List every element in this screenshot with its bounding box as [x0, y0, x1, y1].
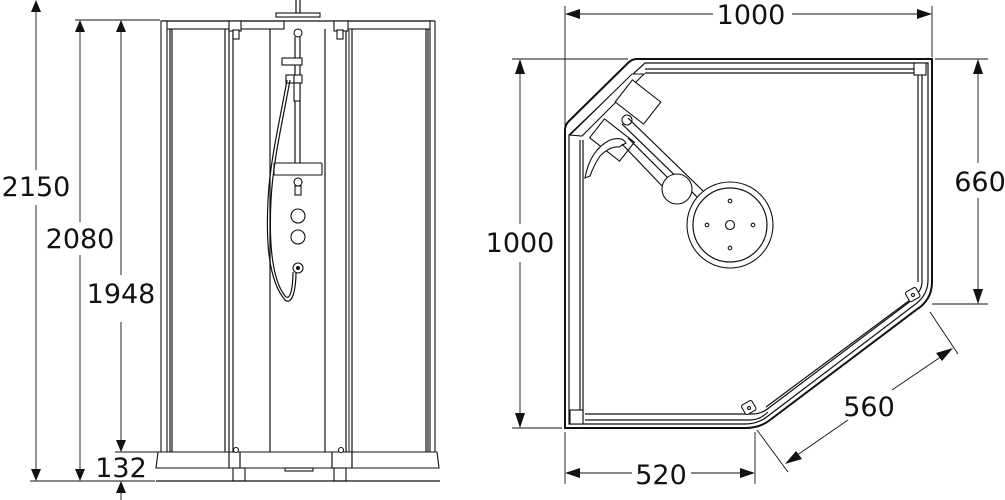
- dimension-diagonal-560: 560: [785, 348, 953, 464]
- dim-depth: 1000: [486, 228, 555, 259]
- mixer-knob: [293, 177, 303, 187]
- hand-shower-holder: [281, 57, 303, 66]
- massage-jet-1: [290, 208, 306, 224]
- shower-column-top: [584, 79, 774, 269]
- dim-cabin-height: 2080: [46, 224, 115, 255]
- dimension-right-660: 660: [954, 59, 1005, 304]
- top-frame-right: [333, 20, 435, 30]
- shower-riser: [281, 28, 303, 164]
- dimension-2080: 2080: [46, 20, 115, 481]
- dim-diagonal-door: 560: [843, 392, 895, 423]
- tray-foot-left: [232, 467, 246, 482]
- corner-block-bottom-left: [569, 409, 584, 425]
- dimension-2150: 2150: [2, 0, 71, 481]
- top-view: 1000 1000 660 560: [486, 0, 1005, 491]
- door-hinge-right: [904, 286, 921, 303]
- thermostat-box: [614, 79, 662, 125]
- door-hinge-bottom: [740, 399, 757, 416]
- dim-door-height: 1948: [87, 279, 156, 310]
- thermostat-shelf: [273, 162, 323, 176]
- dim-width: 1000: [717, 0, 786, 31]
- rain-shower-head: [275, 0, 321, 18]
- dimension-front-520: 520: [565, 460, 755, 491]
- dim-right-side: 660: [954, 167, 1005, 198]
- dim-tray-height: 132: [95, 453, 147, 484]
- hand-shower: [584, 137, 627, 179]
- left-post: [160, 20, 168, 454]
- dim-total-height: 2150: [2, 172, 71, 203]
- shower-hose: [266, 79, 297, 302]
- dim-front-side: 520: [635, 460, 687, 491]
- dimension-depth-1000: 1000: [486, 59, 555, 428]
- top-frame-left: [161, 20, 285, 30]
- dimension-132: 132: [95, 453, 147, 500]
- right-post: [429, 20, 436, 454]
- shower-tray: [155, 446, 440, 482]
- dimension-width-1000: 1000: [565, 0, 932, 31]
- corner-block-top-right: [913, 62, 927, 76]
- tray-foot-right: [333, 467, 347, 482]
- front-view: 2150 2080 1948 132: [2, 0, 440, 500]
- massage-jet-2: [290, 229, 306, 245]
- shower-arm-knuckle: [661, 173, 693, 205]
- dimension-1948: 1948: [87, 20, 156, 452]
